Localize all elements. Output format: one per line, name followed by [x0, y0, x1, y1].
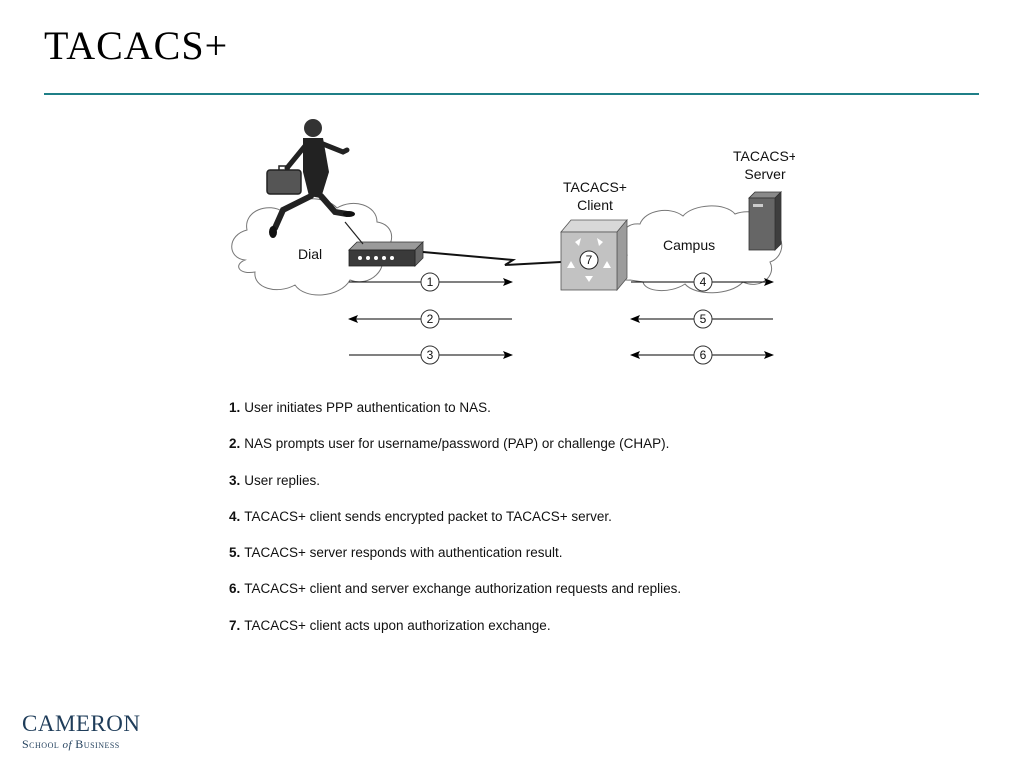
arrow-3-number: 3	[427, 348, 434, 362]
cameron-logo: CAMERON School of Business	[22, 712, 141, 752]
title-divider	[44, 93, 979, 95]
step-item: 1.User initiates PPP authentication to N…	[229, 400, 491, 415]
arrow-5-number: 5	[700, 312, 707, 326]
arrow-5: 5	[630, 309, 773, 329]
step-item: 7.TACACS+ client acts upon authorization…	[229, 617, 551, 633]
arrow-6-number: 6	[700, 348, 707, 362]
nas-device	[348, 241, 424, 267]
arrow-4-number: 4	[700, 275, 707, 289]
user-to-nas-link	[344, 221, 364, 245]
tacacs-server-device	[748, 191, 782, 251]
serial-link	[422, 251, 562, 266]
campus-label: Campus	[663, 237, 715, 253]
arrow-1: 1	[349, 272, 513, 292]
client-step-number: 7	[586, 253, 593, 267]
step-item: 2.NAS prompts user for username/password…	[229, 436, 670, 452]
step-item: 4.TACACS+ client sends encrypted packet …	[229, 508, 612, 524]
arrow-2-number: 2	[427, 312, 434, 326]
client-label-line2: Client	[577, 197, 613, 213]
arrow-2: 2	[348, 309, 512, 329]
logo-subtitle: School of Business	[22, 737, 120, 751]
server-label-line1: TACACS+	[733, 148, 795, 164]
step-item: 6.TACACS+ client and server exchange aut…	[229, 581, 682, 597]
tacacs-client-device: 7	[560, 218, 628, 292]
tacacs-diagram: Dial Campus	[231, 119, 795, 365]
server-label-line2: Server	[744, 166, 786, 182]
arrow-3: 3	[349, 345, 513, 365]
step-item: 5.TACACS+ server responds with authentic…	[229, 545, 563, 561]
dial-cloud	[231, 198, 393, 296]
logo-name: CAMERON	[22, 711, 141, 736]
dial-label: Dial	[298, 246, 322, 262]
steps-list: 1.User initiates PPP authentication to N…	[229, 398, 681, 652]
arrow-6: 6	[630, 345, 774, 365]
arrow-1-number: 1	[427, 275, 434, 289]
user-figure	[266, 119, 355, 238]
slide-title: TACACS+	[44, 23, 229, 68]
client-label-line1: TACACS+	[563, 179, 627, 195]
arrow-4: 4	[631, 272, 774, 292]
step-item: 3.User replies.	[229, 472, 321, 488]
